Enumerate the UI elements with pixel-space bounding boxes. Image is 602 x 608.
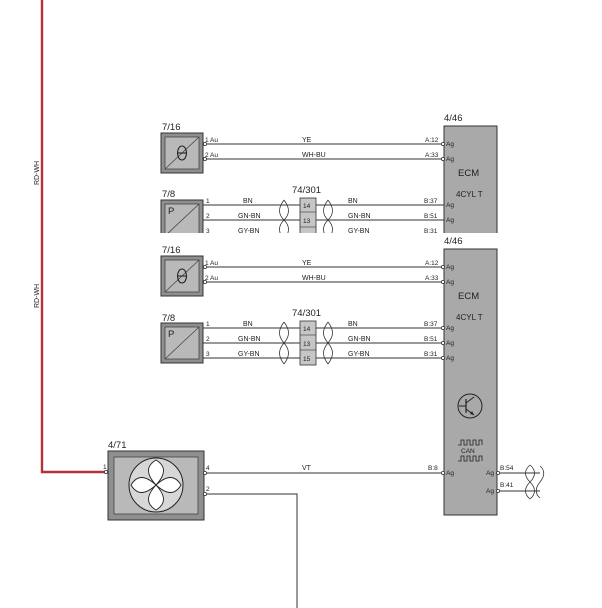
power-wire-label-lower: RD-WH <box>34 284 41 308</box>
temp-sensor-ref: 7/16 <box>162 122 181 133</box>
ecm-pin-b37: B:37 <box>424 198 438 205</box>
wire-color-bn: BN <box>243 321 253 328</box>
ecm-box <box>443 248 498 516</box>
ecm-box <box>443 125 498 233</box>
pressure-sensor-ref: 7/8 <box>162 313 175 324</box>
ecm-pin-b51: B:51 <box>424 213 438 220</box>
fan-icon <box>113 456 199 515</box>
ecm-pin-a33: A:33 <box>425 152 439 159</box>
fan-pin-2: 2 <box>206 486 210 493</box>
temp-pin-1: 1 Au <box>205 260 218 267</box>
section-upper: ECM 4CYL T 1 Au 2 Au YE WH-BU A:12 A:33 … <box>160 125 498 235</box>
ecm-pin-b51: B:51 <box>424 336 438 343</box>
pres-pin-3: 3 <box>206 351 210 358</box>
wire-color-gn-bn: GN-BN <box>348 336 371 343</box>
connector-74-301 <box>299 197 317 233</box>
connector-pin-15: 15 <box>303 356 311 363</box>
wire-color-bn: BN <box>348 198 358 205</box>
pressure-label: P <box>168 206 174 217</box>
fan-ref: 4/71 <box>108 440 127 451</box>
temp-pin-1: 1 Au <box>205 137 218 144</box>
ecm-ag: Ag <box>446 264 454 271</box>
ecm-ag: Ag <box>446 340 454 347</box>
wire-color-bn: BN <box>348 321 358 328</box>
ecm-ag: Ag <box>446 202 454 209</box>
wire-color-bn: BN <box>243 198 253 205</box>
ecm-label: ECM <box>458 291 479 302</box>
wire-color-vt: VT <box>302 465 312 472</box>
wire-color-gy-bn: GY-BN <box>238 228 260 235</box>
ecm-ag: Ag <box>446 470 454 477</box>
pressure-icon <box>164 326 200 360</box>
can-label: CAN <box>461 448 475 455</box>
temp-pin-2: 2 Au <box>205 275 218 282</box>
fan-pin-1: 1 <box>103 464 107 471</box>
power-wire-label-upper: RD-WH <box>34 161 41 185</box>
temp-pin-2: 2 Au <box>205 152 218 159</box>
ecm-pin-b41: B:41 <box>500 482 514 489</box>
pres-pin-2: 2 <box>206 336 210 343</box>
ecm-sub-label: 4CYL T <box>456 190 483 199</box>
wire-color-wh-bu: WH-BU <box>302 275 326 282</box>
theta-icon <box>164 259 200 293</box>
connector-pin-13: 13 <box>303 341 311 348</box>
ecm-ref: 4/46 <box>444 236 463 247</box>
power-wire <box>40 0 108 474</box>
ecm-pin-b31: B:31 <box>424 228 438 235</box>
pres-pin-1: 1 <box>206 198 210 205</box>
pres-pin-3: 3 <box>206 228 210 235</box>
connector-pin-13: 13 <box>303 218 311 225</box>
wire-color-gy-bn: GY-BN <box>238 351 260 358</box>
wire-color-ye: YE <box>302 260 312 267</box>
wire-color-gy-bn: GY-BN <box>348 228 370 235</box>
ecm-pin-a33: A:33 <box>425 275 439 282</box>
connector-ref: 74/301 <box>292 308 321 319</box>
ecm-ag: Ag <box>446 279 454 286</box>
ecm-ag: Ag <box>446 217 454 224</box>
pressure-icon <box>164 203 200 233</box>
ecm-sub-label: 4CYL T <box>456 313 483 322</box>
connector-pin-14: 14 <box>303 326 311 333</box>
can-twist <box>525 464 535 500</box>
ecm-ag: Ag <box>446 325 454 332</box>
connector-ref: 74/301 <box>292 185 321 196</box>
pressure-label: P <box>168 329 174 340</box>
pres-pin-2: 2 <box>206 213 210 220</box>
wire-color-gn-bn: GN-BN <box>238 336 261 343</box>
ecm-pin-a12: A:12 <box>425 260 439 267</box>
temp-sensor-ref: 7/16 <box>162 245 181 256</box>
ecm-ag: Ag <box>446 156 454 163</box>
wire-color-gn-bn: GN-BN <box>348 213 371 220</box>
pressure-sensor-ref: 7/8 <box>162 189 175 200</box>
connector-74-301 <box>299 320 317 366</box>
section-lower: 4/46 ECM 4CYL T CAN 7/16 <box>160 236 498 516</box>
ecm-ag: Ag <box>446 141 454 148</box>
ecm-pin-b37: B:37 <box>424 321 438 328</box>
ecm-ag: Ag <box>486 470 494 477</box>
theta-icon <box>164 136 200 170</box>
ecm-ag: Ag <box>446 355 454 362</box>
ecm-pin-a12: A:12 <box>425 137 439 144</box>
wire-color-ye: YE <box>302 137 312 144</box>
ecm-pin-b8: B:8 <box>428 465 438 472</box>
connector-pin-14: 14 <box>303 203 311 210</box>
wire-color-gn-bn: GN-BN <box>238 213 261 220</box>
can-bus-icon <box>458 439 483 462</box>
ecm-ref: 4/46 <box>444 113 463 124</box>
transistor-icon <box>457 393 483 419</box>
fan-pin-4: 4 <box>206 465 210 472</box>
wire-color-gy-bn: GY-BN <box>348 351 370 358</box>
ecm-ag: Ag <box>486 488 494 495</box>
ecm-pin-b31: B:31 <box>424 351 438 358</box>
ecm-pin-b54: B:54 <box>500 465 514 472</box>
ecm-label: ECM <box>458 168 479 179</box>
wire-color-wh-bu: WH-BU <box>302 152 326 159</box>
pres-pin-1: 1 <box>206 321 210 328</box>
